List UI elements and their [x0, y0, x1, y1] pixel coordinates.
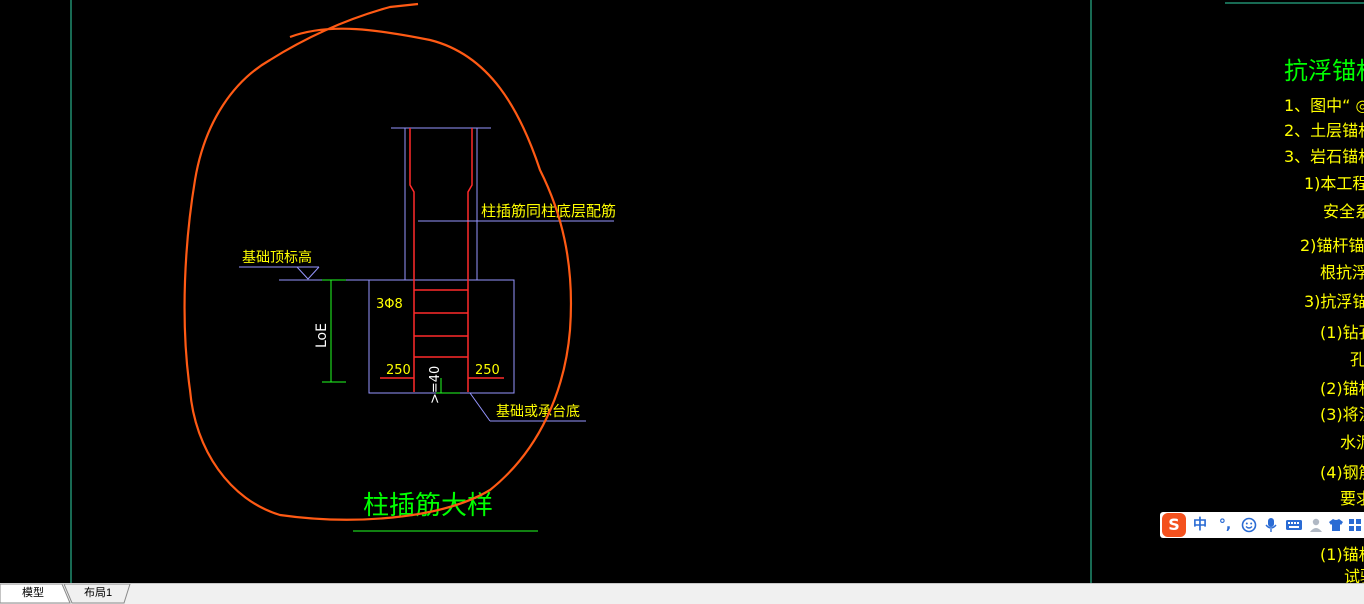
leader-foundation-bottom	[469, 392, 491, 422]
note-line: 孔	[1350, 350, 1364, 369]
keyboard-icon[interactable]	[1282, 512, 1306, 538]
smile-icon[interactable]	[1238, 512, 1260, 538]
ime-toolbar[interactable]: S 中 °,	[1160, 512, 1364, 538]
ime-punctuation-toggle[interactable]: °,	[1218, 517, 1232, 533]
dimension-loe	[322, 279, 460, 394]
note-line: (1)钻孔	[1320, 323, 1364, 342]
stirrup-label: 3Φ8	[376, 297, 403, 312]
note-line: 3、岩石锚杆设	[1284, 147, 1364, 166]
column-bars-label: 柱插筋同柱底层配筋	[481, 202, 616, 220]
note-line: 根抗浮锚	[1320, 263, 1364, 282]
notes-lines: 1、图中“ ◎ 2、土层锚杆的 3、岩石锚杆设 1)本工程地 安全系数 2)锚杆…	[1284, 96, 1364, 583]
detail-title: 柱插筋大样	[363, 491, 493, 521]
layout-tab-bar: 模型 布局1	[0, 583, 1364, 604]
note-line: (2)锚杆	[1320, 379, 1364, 398]
note-line: 1、图中“ ◎	[1284, 96, 1364, 115]
cad-drawing-canvas[interactable]: 柱插筋同柱底层配筋 基础顶标高 3Φ8 LoE 250 250 >=40 基础或…	[0, 0, 1364, 583]
note-line: 3)抗浮锚杆	[1304, 292, 1364, 311]
left-250-label: 250	[386, 363, 411, 378]
foundation-top-marker	[296, 266, 320, 280]
loe-label: LoE	[314, 323, 330, 348]
rebar-group	[380, 128, 504, 392]
note-line: (4)钢筋	[1320, 463, 1364, 482]
note-line: (3)将注	[1320, 405, 1364, 424]
notes-heading: 抗浮锚杆说	[1284, 57, 1364, 85]
grid-icon[interactable]	[1346, 512, 1364, 538]
markup-circle	[183, 2, 573, 521]
note-line: 1)本工程地	[1304, 174, 1364, 193]
note-line: 要求	[1340, 489, 1364, 508]
sogou-logo-icon[interactable]: S	[1162, 513, 1186, 537]
note-line: 2)锚杆锚进	[1300, 236, 1364, 255]
ime-mode-toggle[interactable]: 中	[1193, 517, 1207, 533]
foundation-top-label: 基础顶标高	[242, 249, 312, 266]
note-line: (1)锚杆	[1320, 545, 1364, 564]
note-line: 水泥	[1340, 433, 1364, 452]
note-line: 2、土层锚杆的	[1284, 121, 1364, 140]
note-line: 试验	[1344, 567, 1364, 583]
note-line: 安全系数	[1323, 202, 1364, 221]
microphone-icon[interactable]	[1260, 512, 1282, 538]
cover-label: >=40	[428, 366, 443, 404]
tab-shapes	[0, 584, 131, 604]
user-icon[interactable]	[1306, 512, 1326, 538]
tab-model[interactable]: 模型	[22, 587, 44, 599]
right-250-label: 250	[475, 363, 500, 378]
tab-layout1[interactable]: 布局1	[84, 587, 113, 599]
foundation-bottom-label: 基础或承台底	[496, 403, 580, 420]
shirt-icon[interactable]	[1326, 512, 1346, 538]
